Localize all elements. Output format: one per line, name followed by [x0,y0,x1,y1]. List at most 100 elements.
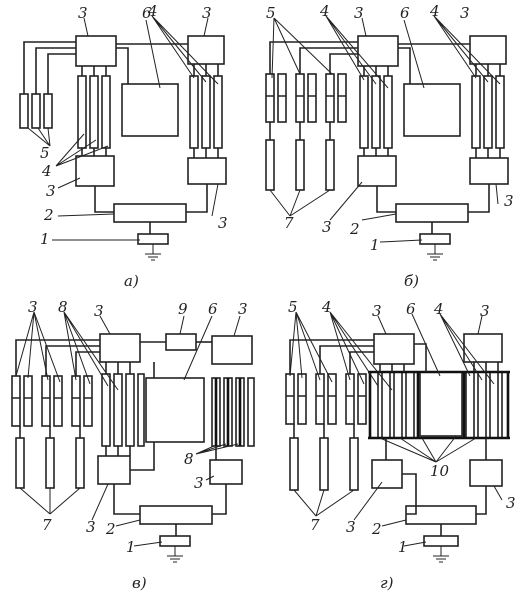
panel-c-label-8: 8 [58,298,68,316]
panel-d-box-3-bottom-right [469,459,503,487]
panel-a-box-3-top-left [75,35,117,67]
panel-d-label-4: 4 [321,298,332,316]
panel-a: 3 6 4 3 5 4 3 3 2 1 а) [19,2,228,290]
panel-b-label-3: 3 [354,4,364,22]
panel-d-elements-4-left [368,371,420,439]
panel-b: 5 4 3 6 4 3 7 3 2 1 3 б) [265,2,514,290]
panel-d-box-3-bottom-left [371,459,403,489]
panel-c-elements-8-left [101,373,145,447]
panel-b-ground-icon [427,244,443,261]
panel-a-label-3-bottom: 3 [46,182,56,200]
panel-d-box-3-top-left [373,333,415,365]
panel-c-label-3-top: 3 [94,302,104,320]
panel-b-elements-5 [265,73,347,123]
panel-d-label-6: 6 [406,300,416,318]
panel-b-elements-4-right [471,75,505,149]
panel-c-ground-icon [167,546,183,563]
panel-c-label-9: 9 [178,300,188,318]
panel-a-box-3-top-right [187,35,225,65]
panel-a-label-4-top: 4 [147,2,158,20]
panel-d-label-3: 3 [372,302,382,320]
panel-b-label-6: 6 [400,4,410,22]
panel-c-box-1 [159,535,191,547]
panel-d-label-4-right: 4 [433,300,444,318]
panel-a-box-2 [113,203,187,223]
panel-a-label-4-left: 4 [41,162,52,180]
panel-a-box-3-bottom-left [75,155,115,187]
panel-d-label-3-bottom: 3 [346,518,356,536]
panel-d-label-7: 7 [310,516,320,534]
panel-d-box-1 [423,535,459,547]
panel-d-elements-4-right [462,371,510,439]
panel-c-label-2: 2 [105,520,116,538]
panel-a-elements-4-right [189,75,223,149]
panel-c-label-3-top-right: 3 [238,300,248,318]
panel-a-elements-5 [19,93,53,129]
panel-c-label-3-bottom-right: 3 [194,474,204,492]
panel-a-label-1: 1 [40,230,50,248]
panel-b-label-4-top: 4 [319,2,330,20]
panel-b-caption: б) [404,272,419,290]
panel-b-label-5: 5 [266,4,276,22]
panel-a-box-3-bottom-right [187,157,227,185]
panel-d: 5 4 3 6 4 3 10 7 3 2 1 3 г) [285,298,516,592]
panel-b-label-1: 1 [370,236,380,254]
panel-b-box-6 [403,83,461,137]
panel-b-elements-7 [265,139,335,191]
panel-d-elements-5 [285,373,367,425]
panel-b-label-3-right: 3 [460,4,470,22]
panel-b-label-3-bottom-right: 3 [504,192,514,210]
panel-a-box-1 [137,233,169,245]
panel-b-label-2: 2 [349,220,360,238]
panel-d-ground-icon [433,546,449,563]
panel-a-label-3-bottom-right: 3 [218,214,228,232]
panel-b-box-3-bottom-right [469,157,509,185]
panel-a-box-6 [121,83,179,137]
panel-c-box-3-top-right [211,335,253,365]
panel-d-elements-7 [289,437,359,491]
panel-d-label-3-bottom-right: 3 [506,494,516,512]
panel-d-label-5: 5 [288,298,298,316]
panel-c-label-3-bottom: 3 [86,518,96,536]
panel-d-label-10: 10 [430,462,450,480]
panel-a-label-3-right: 3 [202,4,212,22]
panel-c-elements-8-right [211,377,255,447]
panel-c-label-6: 6 [208,300,218,318]
panel-c-box-3-bottom-left [97,455,131,485]
panel-c-box-9 [165,333,197,351]
panel-c-box-6 [145,377,205,443]
panel-c-box-3-bottom-right [209,459,243,485]
panel-b-box-3-top-left [357,35,399,67]
panel-c-box-2 [139,505,213,525]
panel-c-label-7: 7 [42,516,52,534]
panel-b-box-2 [395,203,469,223]
panel-a-ground-icon [145,244,161,261]
panel-c-box-3-top [99,333,141,363]
panel-a-label-2: 2 [43,206,54,224]
panel-c-elements-7 [15,437,85,489]
panel-c-label-3: 3 [28,298,38,316]
panel-a-caption: а) [124,272,139,290]
panel-d-label-2: 2 [371,520,382,538]
panel-b-label-3-bottom: 3 [322,218,332,236]
panel-b-box-3-top-right [469,35,507,65]
panel-a-label-6: 6 [142,4,152,22]
panel-b-label-7: 7 [284,214,294,232]
panel-d-caption: г) [380,574,394,592]
panel-d-box-3-top-right [463,333,503,363]
panel-a-label-5: 5 [40,144,50,162]
panel-d-label-1: 1 [398,538,408,556]
panel-b-box-1 [419,233,451,245]
panel-c-caption: в) [132,574,147,592]
panel-b-box-3-bottom-left [357,155,397,187]
panel-a-label-3: 3 [78,4,88,22]
panel-b-label-4-right: 4 [429,2,440,20]
panel-c-label-1: 1 [126,538,136,556]
panel-c: 3 8 3 9 6 3 8 3 7 3 2 1 в) [11,298,255,592]
panel-d-label-3-right: 3 [480,302,490,320]
panel-c-elements-3 [11,375,93,427]
panel-c-label-8-right: 8 [184,450,194,468]
panel-d-box-6 [419,371,463,437]
panel-a-elements-4-left [77,75,111,149]
